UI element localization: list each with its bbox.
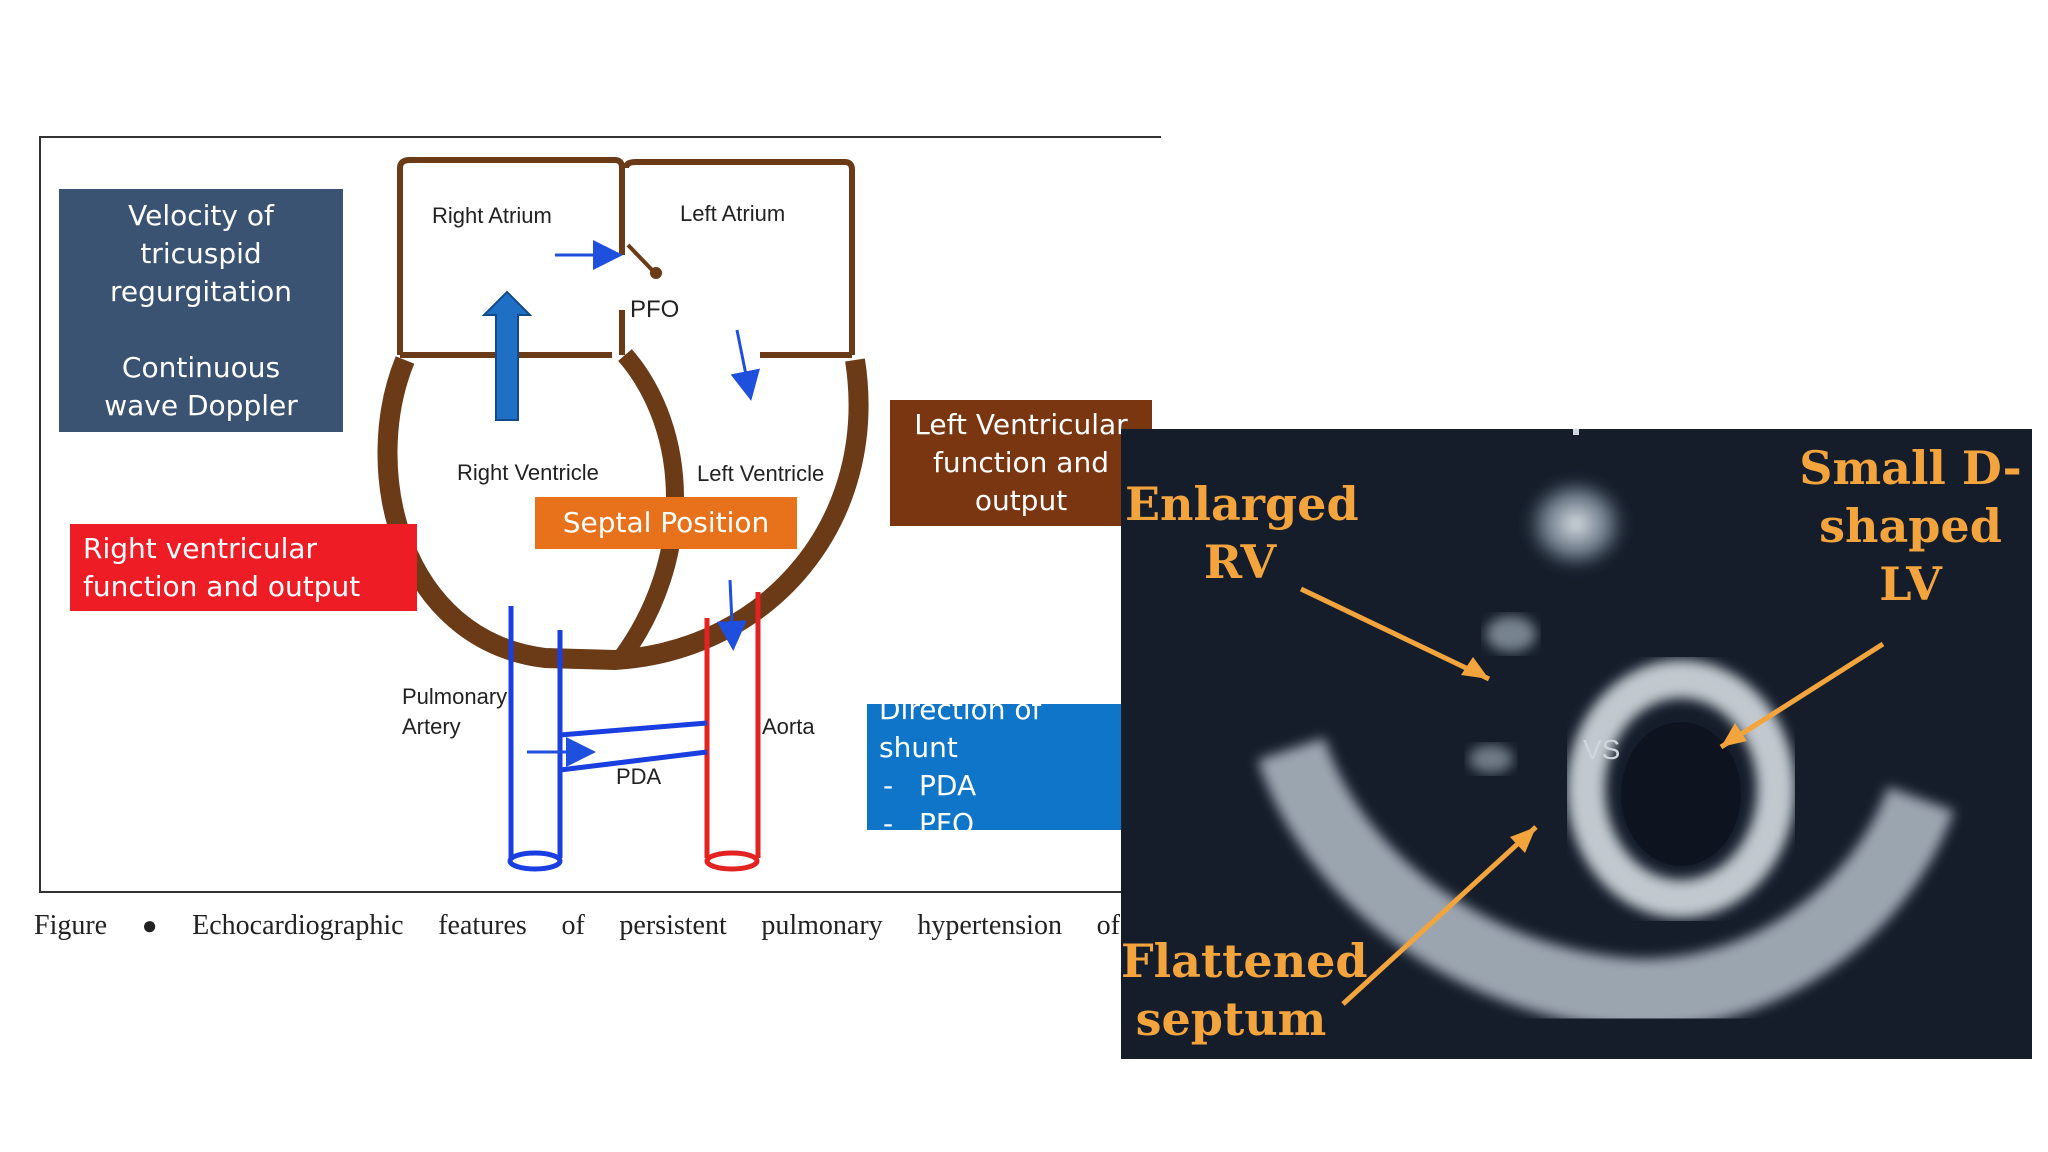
shunt-item-label: PFO — [919, 807, 975, 840]
ventricle-wall — [377, 356, 869, 671]
label-left-ventricle: Left Ventricle — [697, 461, 825, 486]
arrow-small-lv — [1719, 641, 1885, 750]
label-pfo: PFO — [630, 296, 680, 323]
arrowhead — [1461, 657, 1489, 679]
right-atrium-wall — [397, 157, 625, 355]
rv-function-text: Right ventricular function and output — [83, 531, 361, 603]
shunt-item: -PDA — [879, 767, 1123, 805]
pfo-flap — [626, 243, 656, 274]
annotation-enlarged-rv: Enlarged RV — [1125, 477, 1359, 589]
caption-figure-label: Figure — [34, 910, 108, 941]
pda-duct — [559, 720, 708, 773]
aortic-flow-arrow — [716, 579, 747, 651]
rv-function-box: Right ventricular function and output — [70, 524, 417, 611]
lv-function-text: Left Ventricular function and output — [914, 408, 1128, 517]
left-atrium-wall — [619, 159, 855, 355]
diagram-frame — [39, 136, 1161, 893]
annotation-small-d-shaped-lv: Small D-shaped LV — [1799, 441, 2022, 611]
shunt-direction-box: Direction of shunt -PDA -PFO — [867, 693, 1123, 840]
arrowhead — [1721, 723, 1747, 747]
echocardiogram-image: VS Enlarged RV Small D-shaped LV Flatten… — [1121, 429, 2032, 1059]
shunt-item-label: PDA — [919, 769, 977, 802]
annotation-flattened-septum: Flattened septum — [1121, 934, 1368, 1046]
caption-word: hypertension — [917, 910, 1062, 941]
pulmonary-artery — [508, 606, 563, 858]
label-pda: PDA — [616, 764, 662, 789]
shunt-title: Direction of shunt — [879, 693, 1042, 764]
caption-word: features — [438, 910, 527, 941]
tricuspid-regurgitation-box: Velocity of tricuspid regurgitation Cont… — [59, 189, 343, 432]
tricuspid-velocity-text: Velocity of tricuspid regurgitation — [110, 198, 292, 308]
tricuspid-regurgitation-arrow — [481, 290, 533, 421]
caption-word: Echocardiographic — [192, 910, 404, 941]
figure-caption: Figure ● Echocardiographic features of p… — [34, 906, 1120, 946]
label-right-atrium: Right Atrium — [432, 203, 552, 228]
echo-speckle — [1486, 616, 1536, 652]
aorta-vessel — [704, 592, 761, 858]
aorta-opening — [704, 850, 760, 872]
arrow-flattened-septum — [1341, 825, 1538, 1006]
echo-vs-label: VS — [1583, 734, 1621, 765]
caption-word: pulmonary — [761, 910, 883, 941]
caption-word: of — [1096, 910, 1120, 941]
septal-position-text: Septal Position — [562, 506, 770, 539]
mitral-flow-arrow — [730, 329, 761, 401]
pfo-hinge — [650, 267, 662, 279]
caption-figure-icon: ● — [141, 911, 158, 940]
arrow-enlarged-rv — [1299, 586, 1491, 682]
echo-lv-ring — [1567, 660, 1795, 918]
pulmonary-artery-opening — [507, 850, 563, 872]
label-aorta: Aorta — [762, 714, 815, 739]
arrowhead — [1510, 827, 1536, 853]
echo-top-marker — [1573, 429, 1579, 435]
echo-myocardium-arc — [1257, 737, 1954, 1030]
shunt-item: -PFO — [879, 805, 1123, 843]
label-right-ventricle: Right Ventricle — [457, 460, 599, 485]
echo-apex-tissue — [1521, 474, 1631, 574]
caption-word: persistent — [619, 910, 727, 941]
echo-ultrasound-rendering — [1257, 429, 1954, 1030]
label-left-atrium: Left Atrium — [680, 201, 786, 226]
caption-word: of — [561, 910, 585, 941]
lv-function-box: Left Ventricular function and output — [890, 400, 1152, 526]
echo-lv-cavity — [1621, 722, 1741, 866]
label-pulmonary-artery: Pulmonary Artery — [402, 684, 508, 739]
echo-speckle — [1469, 745, 1513, 773]
doppler-text: Continuous wave Doppler — [104, 350, 298, 422]
septal-position-box: Septal Position — [535, 497, 797, 549]
